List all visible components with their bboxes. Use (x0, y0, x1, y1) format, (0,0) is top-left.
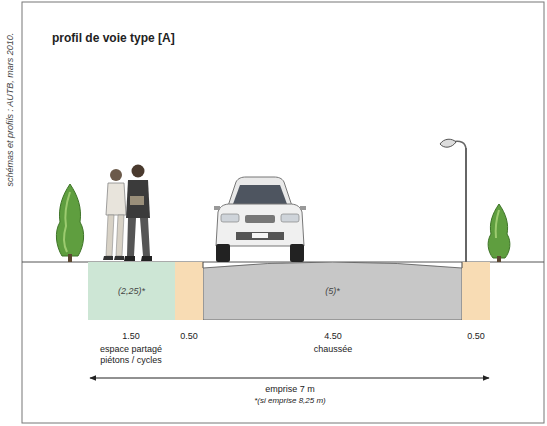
curb-edge (462, 262, 463, 268)
street-lamp (440, 139, 466, 262)
dimension-label: 0.50 (467, 331, 485, 342)
curb (175, 262, 203, 320)
curb (462, 262, 490, 320)
frame (22, 2, 544, 423)
source-note: schémas et profils : AUTB, mars 2010. (5, 33, 16, 187)
dimension-label: *(si emprise 8,25 m) (254, 396, 326, 406)
car (214, 177, 306, 262)
dimension-label: emprise 7 m (265, 384, 315, 395)
dimension-label: espace partagé piétons / cycles (89, 344, 173, 367)
dimension-label: chaussée (314, 344, 353, 355)
dimension-label: 1.50 (122, 331, 140, 342)
carriageway-band: (5)* (203, 262, 462, 320)
diagram-title: profil de voie type [A] (52, 31, 175, 45)
pedestrians (103, 165, 152, 262)
tree (56, 184, 83, 262)
dimension-label: 4.50 (324, 331, 342, 342)
shared-path-band: (2,25)* (88, 262, 175, 320)
band-value: (2,25)* (118, 286, 145, 296)
tree (488, 204, 510, 262)
dimension-label: 0.50 (180, 331, 198, 342)
band-value: (5)* (325, 286, 340, 296)
curb-edge (203, 262, 204, 268)
dimension-arrow (90, 378, 489, 379)
